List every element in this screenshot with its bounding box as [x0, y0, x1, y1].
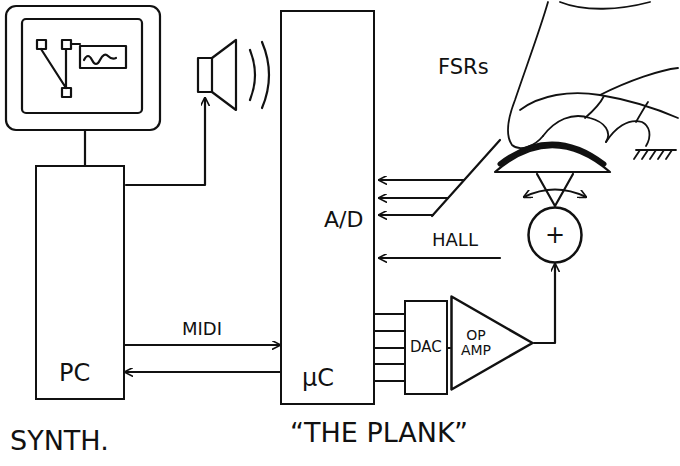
node-text: μC [302, 365, 334, 391]
edge-label: MIDI [182, 319, 222, 339]
connector [448, 347, 450, 349]
audio-wire [126, 98, 205, 185]
node-text: PC [59, 360, 90, 386]
microcontroller-box: A/D μC [280, 10, 375, 405]
node-text: OP AMP [456, 328, 496, 359]
node-text: DAC [410, 339, 442, 356]
node-text: A/D [324, 208, 363, 232]
speaker [198, 40, 269, 110]
connector [125, 371, 280, 373]
op-amp-triangle: OP AMP [450, 295, 534, 391]
monitor [6, 6, 160, 165]
hall-wire [379, 257, 500, 259]
signal-label: HALL [432, 230, 478, 250]
connector [125, 344, 280, 346]
plank-dome [495, 144, 610, 206]
node-text: + [545, 222, 565, 248]
caption-label: SYNTH. [10, 426, 109, 456]
hand [508, 2, 678, 148]
connector [534, 264, 555, 343]
computer-box: PC [35, 165, 125, 400]
summing-junction: + [527, 206, 583, 264]
connector [375, 314, 404, 381]
caption-label: “THE PLANK” [290, 418, 468, 448]
ground-symbol [634, 150, 676, 159]
sensor-label: FSRs [438, 56, 489, 79]
fsr-wires [379, 140, 500, 216]
dac-box: DAC [404, 300, 448, 395]
